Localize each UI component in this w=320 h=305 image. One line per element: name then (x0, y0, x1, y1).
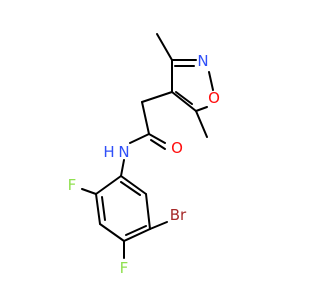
ring-bond-c6-c1-inner (120, 181, 141, 196)
atom-label-f-bottom: F (120, 259, 129, 277)
bond-c3-methyl (156, 33, 173, 61)
ring-bond-c6-c1 (120, 175, 147, 195)
ring-bond-c3-c4 (99, 223, 125, 242)
atom-label-br: Br (170, 206, 187, 224)
bond-c5-br (149, 221, 168, 230)
bond-n-aryl (120, 159, 125, 177)
bond-c2-f (81, 188, 97, 195)
bond-c5-c4 (171, 91, 197, 112)
bond-c5-c4-double (175, 91, 193, 105)
bond-n-o (208, 71, 214, 91)
atom-label-o-carbonyl: O (171, 139, 183, 157)
bond-o-c5 (195, 106, 208, 112)
atom-label-n-ring: N (197, 52, 208, 70)
bond-co-double-b (150, 139, 166, 150)
ring-bond-c4-c5 (123, 228, 151, 242)
ring-bond-c4-c5-inner (125, 225, 147, 236)
atom-label-n-amide: N (118, 143, 129, 161)
bond-c5-methyl (195, 110, 208, 138)
atom-label-layer: N O O N H F F Br (68, 52, 220, 277)
ring-bond-c2-c3-inner (101, 196, 106, 221)
molecule-structure: N O O N H F F Br (68, 33, 220, 277)
bond-carbonyl-n (129, 133, 150, 144)
ring-bond-c5-c6 (145, 193, 151, 230)
structure-canvas: N O O N H F F Br (68, 33, 220, 277)
bond-ch2-carbonyl (141, 101, 150, 135)
atom-label-o-ring: O (208, 89, 220, 107)
ring-bond-c2-c3 (95, 193, 101, 225)
atom-label-f-top: F (68, 176, 77, 194)
atom-label-h-amide: H (103, 143, 114, 161)
bond-c4-ch2 (141, 91, 173, 103)
ring-bond-c1-c2 (95, 175, 122, 195)
bond-layer (81, 33, 214, 259)
bond-co-double-a (148, 133, 166, 144)
